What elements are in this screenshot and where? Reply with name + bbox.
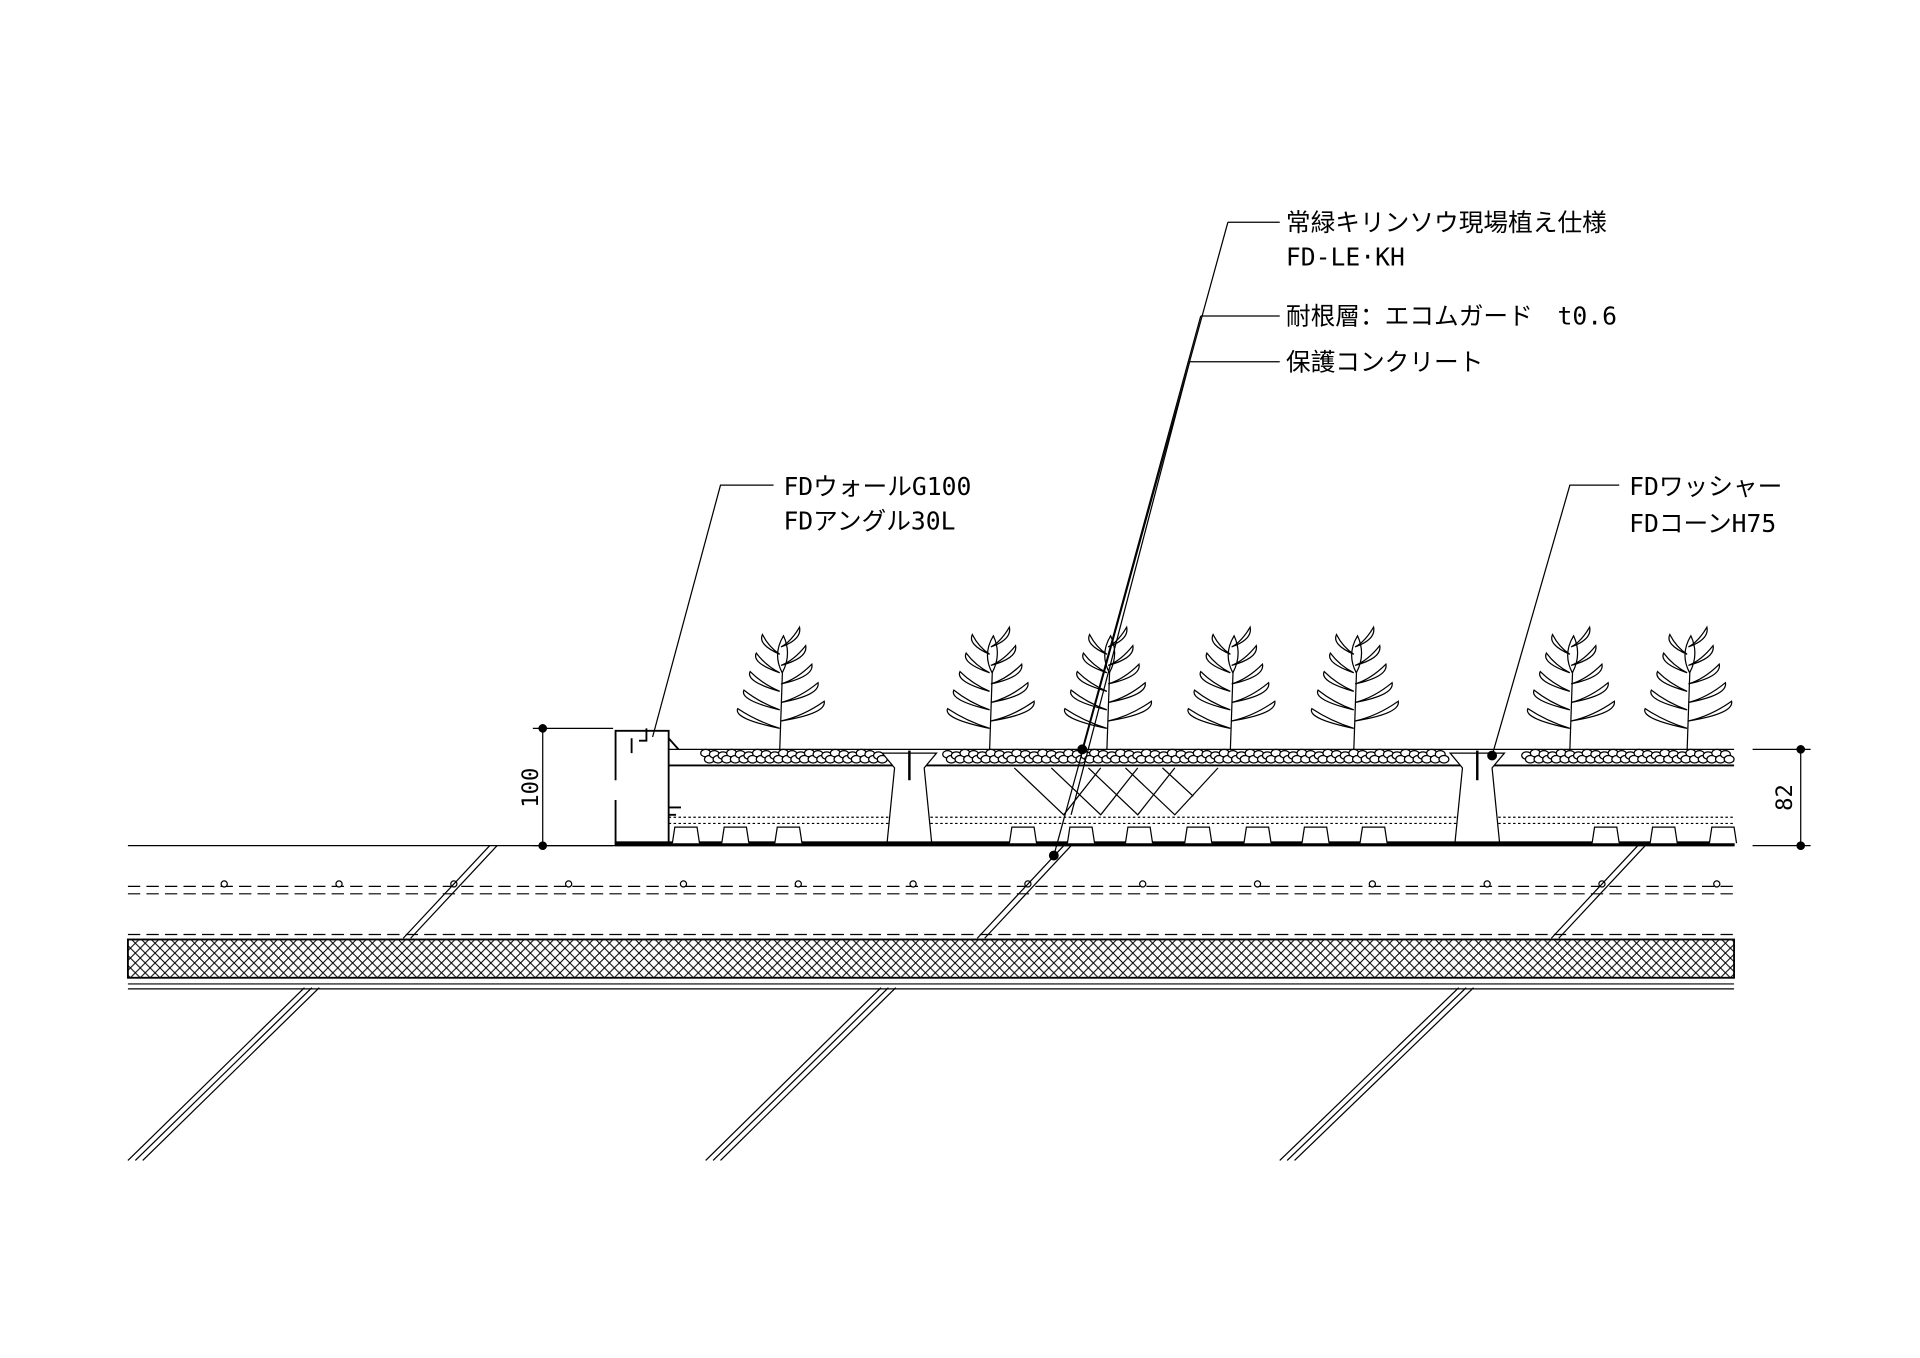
plant bbox=[946, 625, 1035, 750]
fd-wall bbox=[614, 728, 681, 846]
anchor-circle bbox=[335, 880, 343, 888]
plant bbox=[1063, 625, 1152, 750]
plant bbox=[1187, 625, 1276, 750]
plant-leaves bbox=[736, 625, 825, 729]
drain-cup bbox=[774, 826, 803, 844]
drain-cup bbox=[1649, 826, 1678, 844]
label-washer: FDワッシャー bbox=[1629, 472, 1782, 501]
plant-leaves bbox=[1526, 625, 1615, 729]
anchor-circle bbox=[1139, 880, 1147, 888]
plant-leaves bbox=[1644, 625, 1733, 729]
insulation-crosshatch bbox=[126, 938, 1735, 979]
plant-leaves bbox=[1063, 625, 1152, 729]
drain-board bbox=[671, 826, 1738, 844]
gravel-layer bbox=[700, 748, 1735, 764]
leader-lines bbox=[652, 221, 1620, 861]
cone bbox=[880, 752, 938, 843]
drain-cup bbox=[1301, 826, 1330, 844]
anchor-circle bbox=[909, 880, 917, 888]
plant-leaves bbox=[1187, 625, 1276, 729]
plant-leaves bbox=[946, 625, 1035, 729]
anchor-circle bbox=[220, 880, 228, 888]
drain-cup bbox=[1124, 826, 1154, 844]
drain-cup bbox=[1184, 826, 1213, 844]
plant bbox=[1310, 625, 1399, 750]
drain-cup bbox=[671, 826, 701, 844]
dimension-100 bbox=[532, 724, 614, 850]
dimension-82 bbox=[1752, 745, 1811, 850]
anchor-circle bbox=[794, 880, 802, 888]
drain-cup bbox=[1591, 826, 1620, 844]
label-cone: FDコーンH75 bbox=[1629, 509, 1776, 538]
anchor-circle bbox=[1253, 880, 1262, 888]
label-plant-spec: 常緑キリンソウ現場植え仕様 bbox=[1286, 208, 1607, 237]
anchor-circle bbox=[679, 880, 688, 888]
drain-cup bbox=[1359, 826, 1388, 844]
drain-cup bbox=[1066, 826, 1096, 844]
drain-cup bbox=[1243, 826, 1272, 844]
drain-cup bbox=[1008, 826, 1038, 844]
plant bbox=[1644, 625, 1733, 750]
drain-cup bbox=[721, 826, 750, 844]
gravel-stone bbox=[1438, 754, 1450, 764]
anchor-circle bbox=[1713, 880, 1721, 888]
break-lines bbox=[127, 845, 1646, 1161]
root-hatch bbox=[1013, 767, 1219, 816]
anchor-circle bbox=[1483, 880, 1491, 888]
plants bbox=[736, 625, 1733, 750]
anchor-circles bbox=[220, 880, 1721, 888]
cone bbox=[1448, 752, 1506, 843]
dim-label-82: 82 bbox=[1772, 784, 1798, 811]
gravel-stone bbox=[1723, 754, 1735, 764]
anchor-circle bbox=[1368, 880, 1377, 888]
label-wall: FDウォールG100 bbox=[783, 472, 971, 501]
plant-leaves bbox=[1310, 625, 1399, 729]
fd-cones bbox=[853, 750, 1533, 844]
label-plant-code: FD-LE·KH bbox=[1286, 242, 1405, 271]
label-protect-concrete: 保護コンクリート bbox=[1286, 347, 1484, 376]
plant bbox=[1526, 625, 1615, 750]
dim-label-100: 100 bbox=[518, 768, 544, 808]
label-root-barrier: 耐根層：エコムガード t0.6 bbox=[1286, 302, 1617, 331]
anchor-circle bbox=[564, 880, 573, 888]
plant bbox=[736, 625, 825, 750]
label-angle: FDアングル30L bbox=[783, 507, 955, 536]
drain-cup bbox=[1708, 826, 1738, 844]
